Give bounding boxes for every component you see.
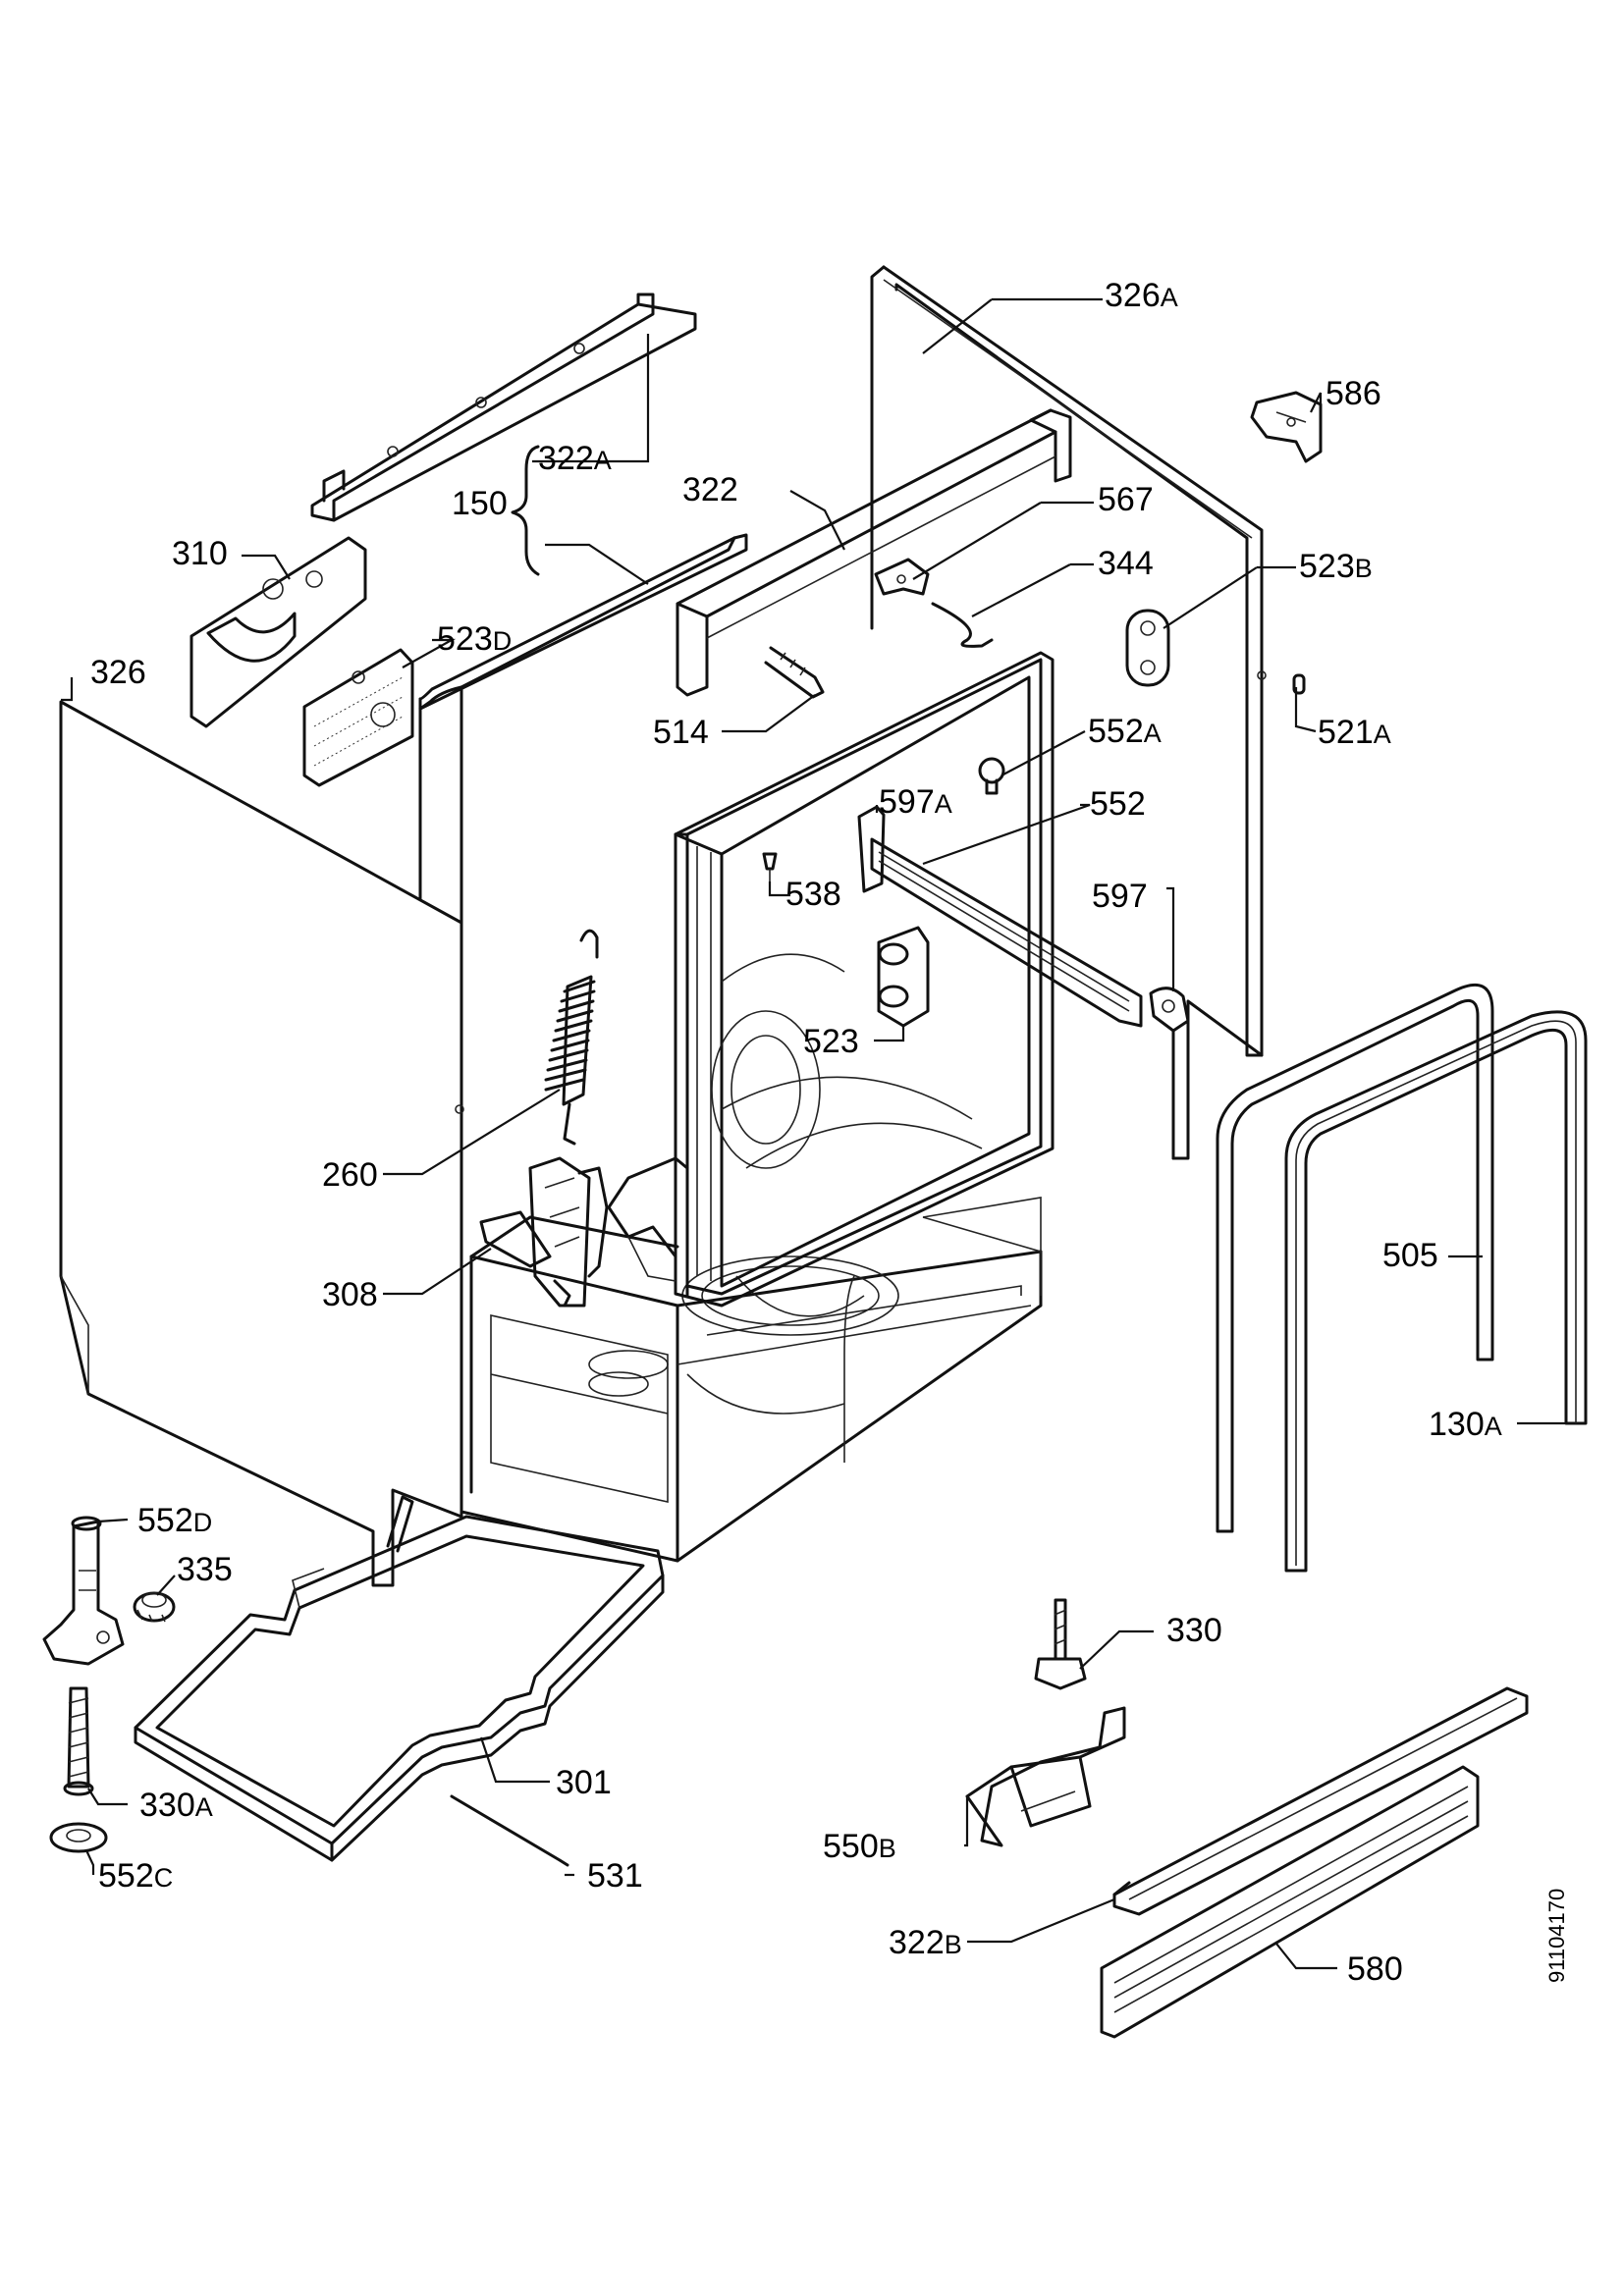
- label-344: 344: [1098, 545, 1154, 582]
- label-326: 326: [90, 654, 146, 691]
- label-330: 330: [1166, 1612, 1222, 1649]
- cover-310: [189, 536, 367, 728]
- label-597: 597: [1092, 878, 1148, 915]
- seal-505: [1216, 983, 1494, 1533]
- strip-322B: [1112, 1686, 1529, 1916]
- spring-260: [544, 929, 599, 1146]
- nut-335: [133, 1591, 176, 1623]
- bracket-597A: [857, 805, 886, 893]
- label-521A: 521A: [1318, 714, 1391, 751]
- label-150: 150: [452, 485, 508, 522]
- clip-521A: [1292, 673, 1306, 695]
- wire-344: [931, 602, 994, 648]
- part-labels: 326A 586 322A 150 322 567 344 523B 310 5…: [90, 277, 1502, 1988]
- label-523: 523: [803, 1023, 859, 1060]
- label-301: 301: [556, 1764, 612, 1801]
- label-552: 552: [1090, 785, 1146, 823]
- label-552A: 552A: [1088, 713, 1162, 750]
- label-308: 308: [322, 1276, 378, 1313]
- label-586: 586: [1325, 375, 1381, 412]
- bracket-597: [1149, 987, 1190, 1033]
- label-326A: 326A: [1105, 277, 1178, 314]
- label-330A: 330A: [139, 1787, 213, 1824]
- label-531: 531: [587, 1857, 643, 1895]
- washer-552C: [49, 1822, 108, 1853]
- label-505: 505: [1382, 1237, 1438, 1274]
- screw-330A: [63, 1686, 94, 1796]
- bracket-586: [1250, 391, 1323, 463]
- label-130A: 130A: [1429, 1406, 1502, 1443]
- bolt-330: [1034, 1598, 1087, 1690]
- brace-150: [511, 445, 540, 576]
- rail-552: [870, 837, 1143, 1028]
- strip-580: [1100, 1765, 1480, 2039]
- grommet-523B: [1125, 609, 1170, 687]
- side-panel-left: [59, 700, 464, 1587]
- screw-514: [764, 646, 825, 699]
- label-322B: 322B: [889, 1924, 962, 1961]
- label-335: 335: [177, 1551, 233, 1588]
- label-322A: 322A: [538, 440, 612, 477]
- foot-552D: [42, 1516, 125, 1666]
- label-322: 322: [682, 471, 738, 508]
- label-597A: 597A: [879, 783, 952, 821]
- knob-552A: [978, 757, 1005, 795]
- label-550B: 550B: [823, 1828, 896, 1865]
- document-number: 91104170: [1544, 1889, 1569, 1983]
- label-567: 567: [1098, 481, 1154, 518]
- label-514: 514: [653, 714, 709, 751]
- tray-301: [134, 1495, 665, 1862]
- grommet-523: [877, 926, 930, 1028]
- bracket-550B: [965, 1706, 1126, 1847]
- label-580: 580: [1347, 1950, 1403, 1988]
- rail-322: [676, 408, 1072, 697]
- side-panel-right: [870, 265, 1267, 1160]
- label-538: 538: [785, 876, 841, 913]
- cabinet-body: [418, 533, 1043, 1563]
- plate-523D: [302, 648, 414, 787]
- label-260: 260: [322, 1156, 378, 1194]
- leader-lines: [61, 297, 1571, 1970]
- label-310: 310: [172, 535, 228, 572]
- rail-322A: [310, 293, 697, 522]
- hinge-308: [479, 1156, 609, 1308]
- rod-531: [450, 1794, 569, 1867]
- tub-frame: [607, 651, 1055, 1308]
- label-552C: 552C: [98, 1857, 173, 1895]
- seal-130A: [1284, 1010, 1588, 1573]
- label-523B: 523B: [1299, 548, 1373, 585]
- label-552D: 552D: [137, 1502, 212, 1539]
- label-523D: 523D: [437, 620, 512, 658]
- pin-538: [762, 852, 778, 881]
- clip-567: [874, 558, 930, 596]
